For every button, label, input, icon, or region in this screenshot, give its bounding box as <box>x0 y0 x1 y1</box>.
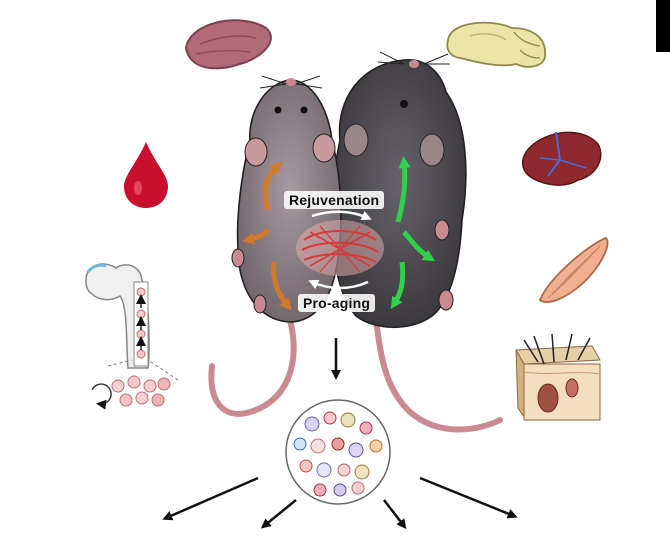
blood-drop-icon <box>124 142 168 208</box>
bone-marrow-icon <box>85 263 179 410</box>
outward-arrows <box>162 476 518 530</box>
cell-cluster <box>111 375 171 407</box>
skin-icon <box>515 333 601 422</box>
pro-aging-label: Pro-aging <box>298 294 376 312</box>
spleen-icon <box>184 19 272 70</box>
rejuvenation-label: Rejuvenation <box>284 191 385 209</box>
brain-icon <box>446 21 546 68</box>
old-mouse-arrows <box>390 156 436 309</box>
blood-cells-icon <box>285 399 391 505</box>
liver-icon <box>521 131 602 186</box>
young-mouse-arrows <box>242 162 292 311</box>
circulation-exchange <box>296 210 384 290</box>
corner-bar <box>656 0 670 52</box>
muscle-icon <box>538 236 609 303</box>
